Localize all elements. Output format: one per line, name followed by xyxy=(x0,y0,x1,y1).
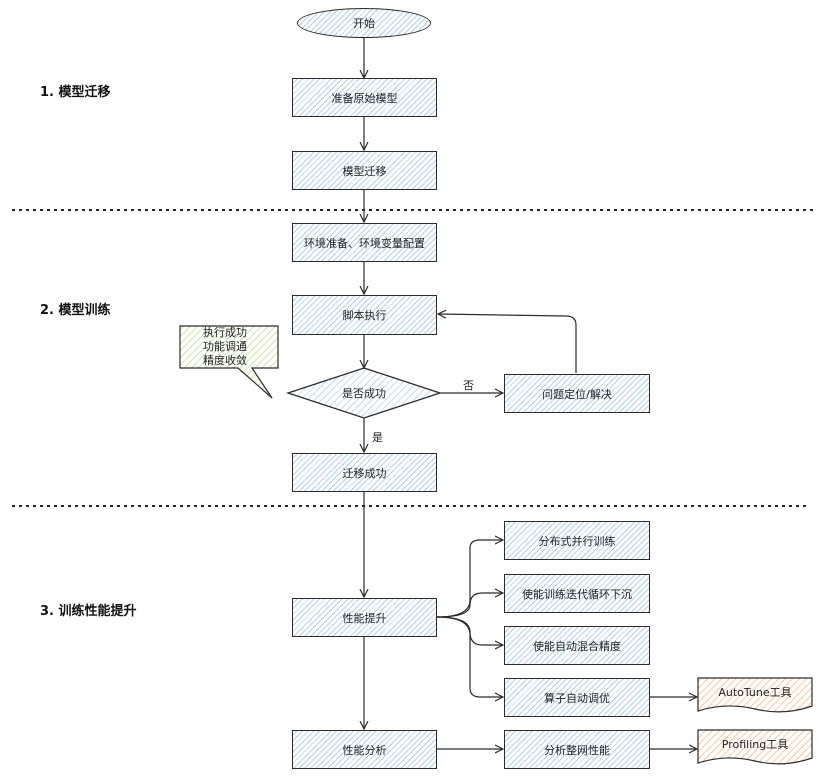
operator-autotune-label: 算子自动调优 xyxy=(544,691,610,705)
start-node-label: 开始 xyxy=(353,17,375,30)
perf-improve-node: 性能提升 xyxy=(292,598,437,637)
migration-success-label: 迁移成功 xyxy=(342,466,387,480)
section-label-model-training: 2. 模型训练 xyxy=(40,303,111,318)
training-loop-sink-label: 使能训练迭代循环下沉 xyxy=(522,587,632,601)
auto-mixed-precision-label: 使能自动混合精度 xyxy=(533,639,621,653)
locate-fix-node: 问题定位/解决 xyxy=(504,374,650,413)
start-node: 开始 xyxy=(297,8,431,38)
prepare-model-node: 准备原始模型 xyxy=(292,78,437,117)
success-check-label: 是否成功 xyxy=(342,387,386,400)
autotune-tool-shape xyxy=(697,677,813,713)
profiling-tool-shape xyxy=(697,729,813,765)
callout-line-1: 执行成功 xyxy=(203,326,247,339)
success-check-diamond xyxy=(285,367,443,419)
env-prep-label: 环境准备、环境变量配置 xyxy=(304,236,425,250)
network-perf-analysis-label: 分析整网性能 xyxy=(544,743,610,757)
env-prep-node: 环境准备、环境变量配置 xyxy=(292,223,437,262)
profiling-tool-label: Profiling工具 xyxy=(721,738,789,751)
model-migration-node: 模型迁移 xyxy=(292,151,437,190)
callout-bubble xyxy=(179,325,279,399)
autotune-tool-label: AutoTune工具 xyxy=(718,686,792,699)
network-perf-analysis-node: 分析整网性能 xyxy=(504,730,650,769)
edge-label-no: 否 xyxy=(463,379,474,392)
script-exec-label: 脚本执行 xyxy=(342,309,387,322)
script-exec-node: 脚本执行 xyxy=(292,295,437,335)
edge-perf-to-autotune xyxy=(436,616,503,697)
training-loop-sink-node: 使能训练迭代循环下沉 xyxy=(504,574,650,613)
operator-autotune-node: 算子自动调优 xyxy=(504,678,650,717)
perf-analysis-label: 性能分析 xyxy=(342,743,387,757)
edge-label-yes: 是 xyxy=(372,431,383,444)
model-migration-label: 模型迁移 xyxy=(342,164,387,178)
edge-perf-to-distributed xyxy=(436,540,503,618)
locate-fix-label: 问题定位/解决 xyxy=(542,387,612,401)
distributed-training-node: 分布式并行训练 xyxy=(504,521,650,560)
perf-analysis-node: 性能分析 xyxy=(292,730,437,769)
callout-text: 执行成功 功能调通 精度收敛 xyxy=(203,326,247,368)
edge-perf-to-loop-sink xyxy=(436,593,503,618)
prepare-model-label: 准备原始模型 xyxy=(331,91,398,105)
callout-line-3: 精度收敛 xyxy=(203,354,247,367)
distributed-training-label: 分布式并行训练 xyxy=(538,534,616,548)
edge-fix-back-to-script xyxy=(438,314,577,373)
section-label-model-migration: 1. 模型迁移 xyxy=(40,85,111,100)
auto-mixed-precision-node: 使能自动混合精度 xyxy=(504,626,650,665)
callout-line-2: 功能调通 xyxy=(203,340,247,353)
section-label-performance: 3. 训练性能提升 xyxy=(40,604,137,619)
perf-improve-label: 性能提升 xyxy=(342,611,387,625)
migration-success-node: 迁移成功 xyxy=(292,453,437,492)
